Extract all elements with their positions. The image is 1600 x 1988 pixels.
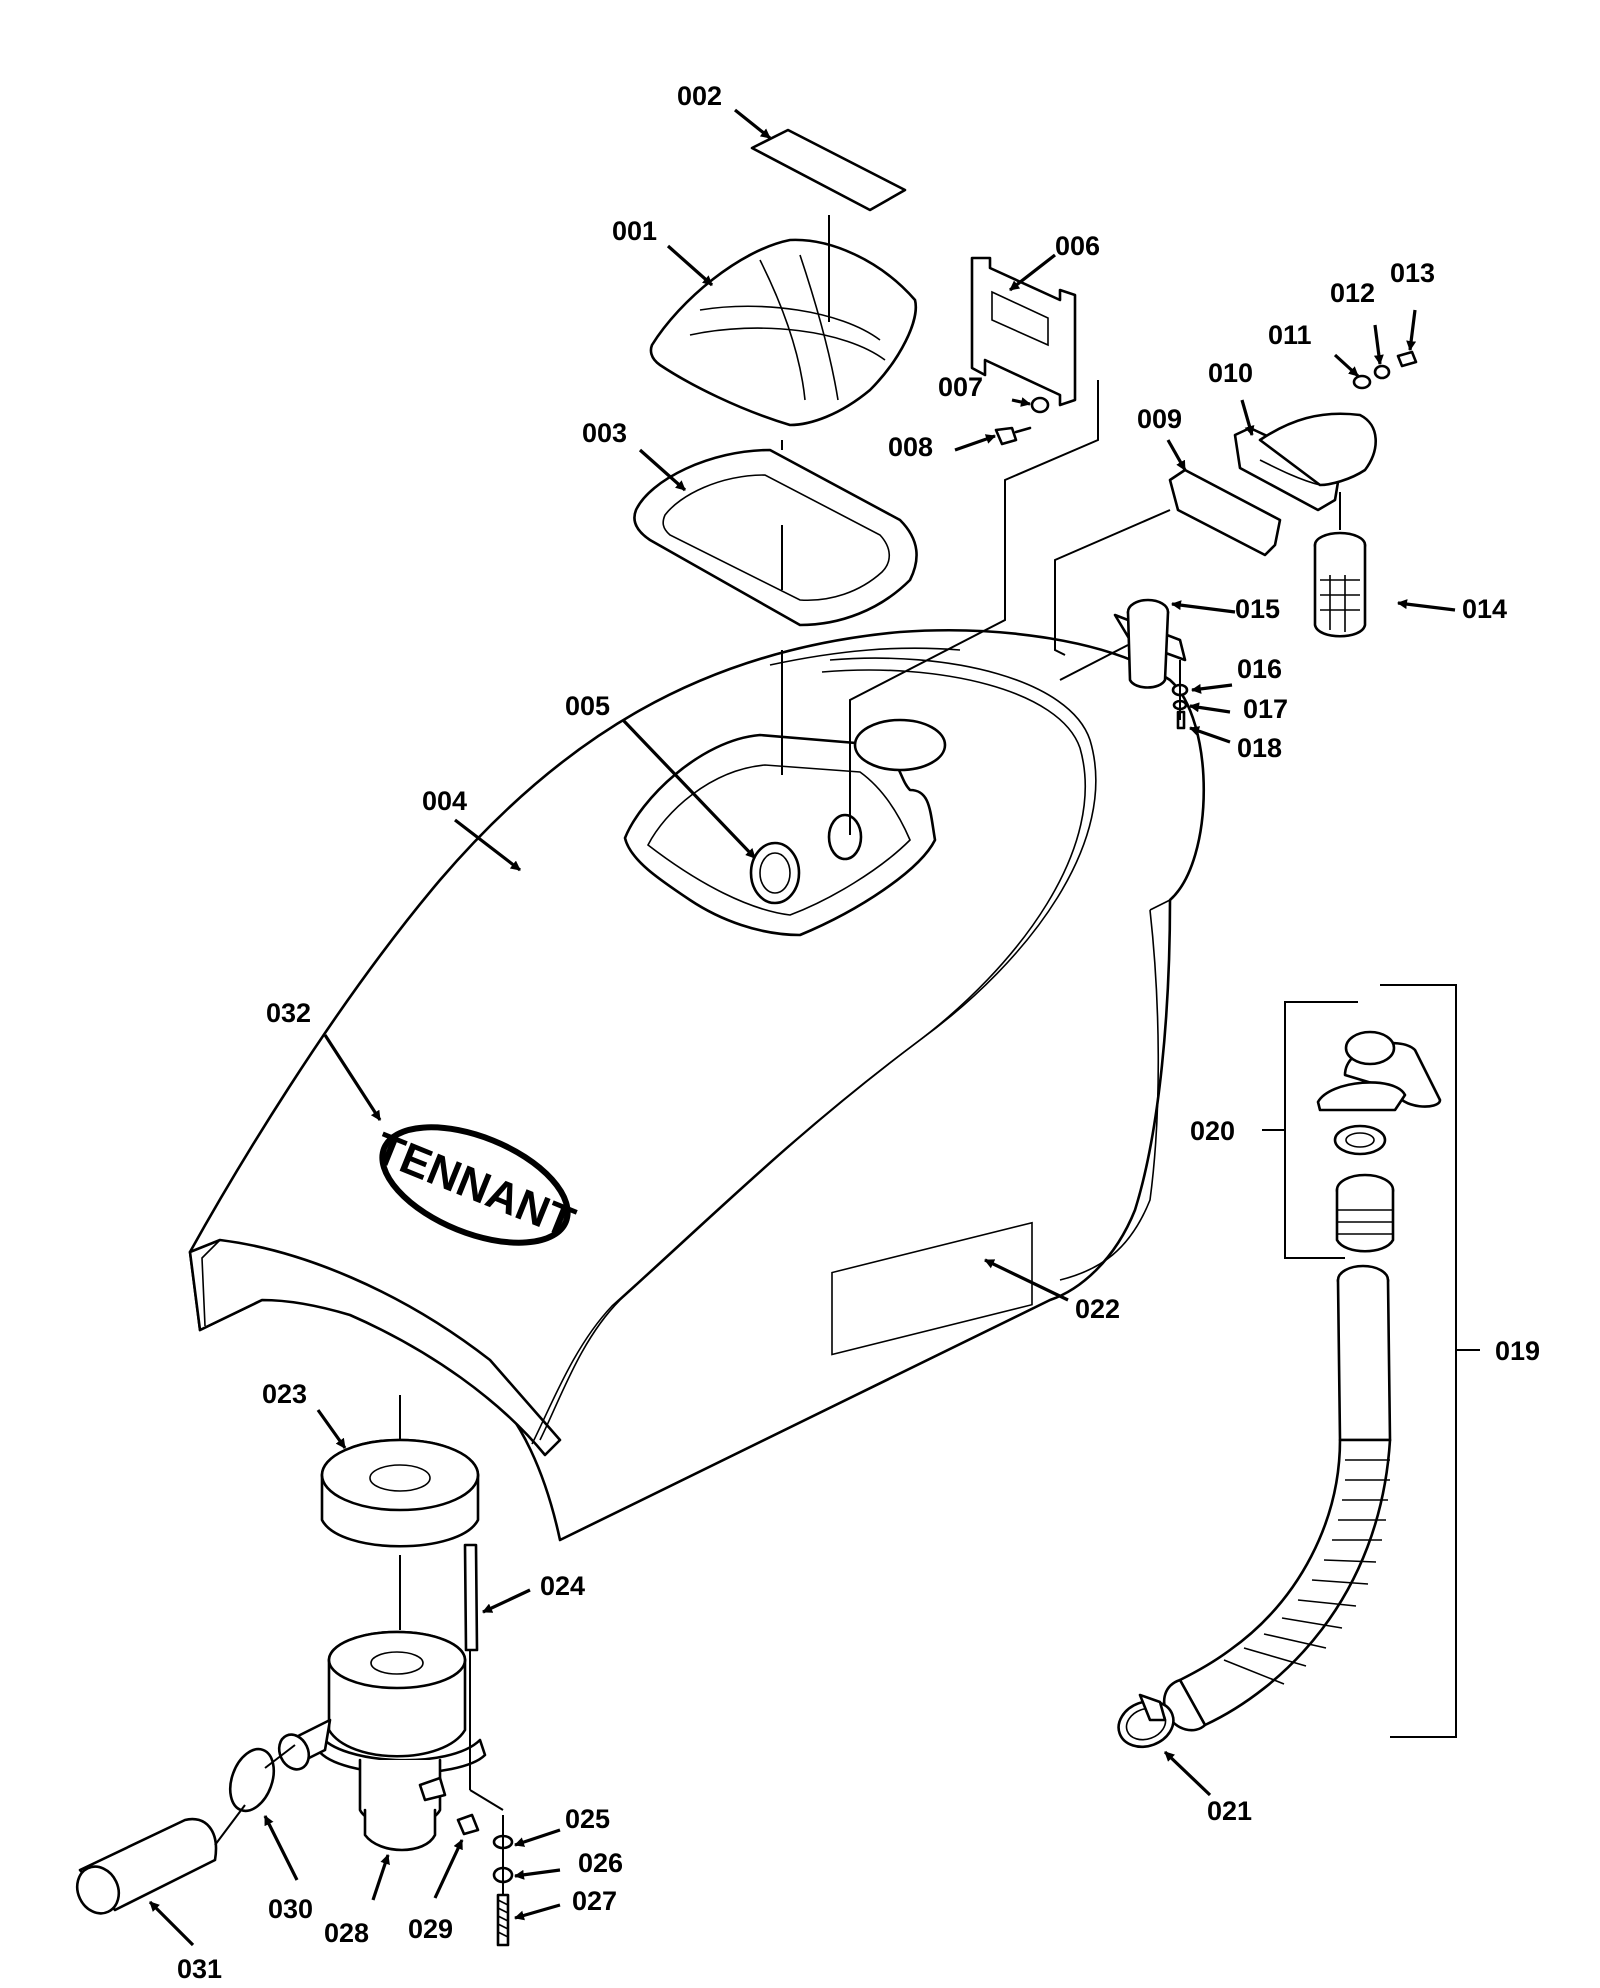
foam-ring [320,1438,480,1548]
carbon-brush-029 [456,1813,480,1836]
screw-008 [994,426,1032,446]
hose-clamp-030 [228,1747,276,1813]
label-sticker [750,128,907,212]
bracket [970,256,1077,407]
strainer [1313,531,1367,638]
filter-gasket [633,448,918,627]
callout-003: 003 [582,418,627,448]
callout-020: 020 [1190,1116,1235,1146]
callout-024: 024 [540,1571,585,1601]
washer-007 [1030,396,1050,414]
callout-013: 013 [1390,258,1435,288]
screw-027-threads [497,1899,509,1938]
callout-031: 031 [177,1954,222,1984]
callout-001: 001 [612,216,657,246]
callout-016: 016 [1237,654,1282,684]
callout-019: 019 [1495,1336,1540,1366]
gasket-009 [1168,468,1282,557]
filter-well [623,718,947,937]
filter-cover [649,238,918,427]
callout-006: 006 [1055,231,1100,261]
callout-labels: 002 001 006 013 012 011 010 007 009 003 … [177,81,1540,1984]
callout-007: 007 [938,372,983,402]
bolt-013 [1396,350,1418,368]
callout-010: 010 [1208,358,1253,388]
tank-hood [188,629,1205,1542]
callout-015: 015 [1235,594,1280,624]
callout-022: 022 [1075,1294,1120,1324]
callout-009: 009 [1137,404,1182,434]
assembly-lines [214,215,1341,1895]
callout-011: 011 [1268,320,1312,350]
callout-021: 021 [1207,1796,1252,1826]
lockwasher-012 [1373,364,1391,380]
group-bracket-019 [1380,984,1457,1738]
callout-029: 029 [408,1914,453,1944]
callout-arrows [148,108,1456,1947]
callout-014: 014 [1462,594,1507,624]
callout-030: 030 [268,1894,313,1924]
callout-005: 005 [565,691,610,721]
callout-026: 026 [578,1848,623,1878]
callout-008: 008 [888,432,933,462]
rod-024 [463,1543,479,1652]
callout-028: 028 [324,1918,369,1948]
callout-017: 017 [1243,694,1288,724]
washer-011 [1352,374,1372,390]
callout-032: 032 [266,998,311,1028]
callout-012: 012 [1330,278,1375,308]
exhaust-hose [75,1817,218,1915]
callout-018: 018 [1237,733,1282,763]
elbow-housing [1233,412,1377,512]
callout-023: 023 [262,1379,307,1409]
callout-027: 027 [572,1886,617,1916]
callout-002: 002 [677,81,722,111]
callout-004: 004 [422,786,467,816]
drain-hose-assembly [1117,1030,1442,1749]
vacuum-motor [277,1630,487,1852]
callout-025: 025 [565,1804,610,1834]
label-plate [831,1221,1033,1356]
drain-fitting [1113,598,1187,689]
